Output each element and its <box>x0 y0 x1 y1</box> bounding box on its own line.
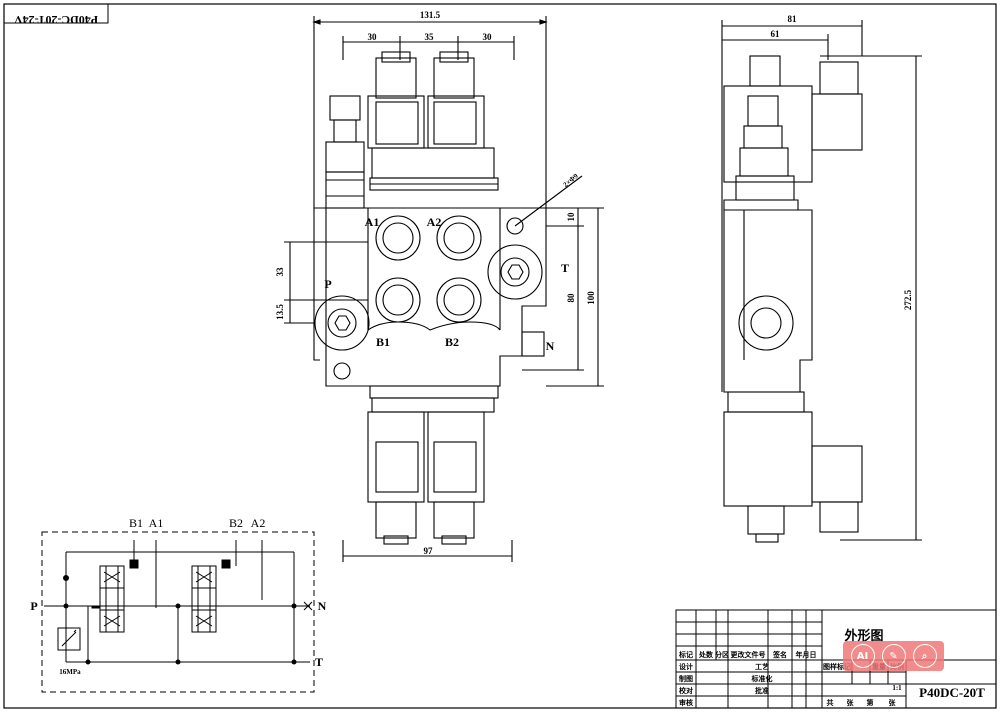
schem-a1: A1 <box>149 516 164 530</box>
port-p-label: P <box>324 277 331 291</box>
side-view <box>721 20 922 543</box>
ai-button[interactable]: AI <box>850 644 875 668</box>
dim-30-left: 30 <box>368 32 378 42</box>
tb-r0c5: 年月日 <box>796 650 817 659</box>
schem-relief: 16MPa <box>59 668 81 676</box>
corner-label: P40DC-20T-24V <box>14 13 99 27</box>
tb-r1c0: 设计 <box>679 662 693 671</box>
schem-b1: B1 <box>129 516 143 530</box>
dim-100: 100 <box>586 291 596 305</box>
tb-r0c1: 处数 <box>698 650 714 659</box>
port-b1-label: B1 <box>376 335 390 349</box>
model-number: P40DC-20T <box>919 685 985 700</box>
dim-35: 35 <box>425 32 435 42</box>
port-n-label: N <box>546 339 555 353</box>
schem-t: T <box>315 655 323 669</box>
tb-foot-sheets2: 张 <box>889 698 897 707</box>
dim-80: 80 <box>566 293 576 303</box>
schem-p: P <box>30 599 37 613</box>
dim-13-5: 13.5 <box>275 304 285 320</box>
tb-r2c0: 制图 <box>679 674 693 683</box>
tb-foot-total: 共 <box>827 698 834 707</box>
tb-r1c3: 工艺 <box>755 662 769 671</box>
side-dim-81: 81 <box>788 14 798 24</box>
port-a1-label: A1 <box>365 215 380 229</box>
tb-foot-page: 第 <box>867 698 874 707</box>
tb-hdr-mark: 图样标记 <box>823 662 851 671</box>
tb-r0c0: 标记 <box>678 650 693 659</box>
dim-10: 10 <box>566 212 576 222</box>
schem-a2: A2 <box>251 516 266 530</box>
port-t-label: T <box>561 261 569 275</box>
tb-foot-sheets1: 张 <box>847 698 855 707</box>
hydraulic-schematic <box>41 531 315 693</box>
tb-r0c4: 签名 <box>772 650 787 659</box>
bottom-width-dim: 97 <box>424 546 434 556</box>
tb-r0c2: 分区 <box>715 650 729 659</box>
scale-value: 1:1 <box>892 684 902 692</box>
tb-r2c3: 标准化 <box>751 674 773 683</box>
dim-30-right: 30 <box>483 32 493 42</box>
drawing-name: 外形图 <box>843 628 883 643</box>
front-view <box>284 16 604 562</box>
sheet-border <box>3 3 997 709</box>
tb-r3c0: 校对 <box>679 686 693 695</box>
floating-toolbar: AI ✎ ⌕ <box>843 641 944 671</box>
tb-r4c0: 审核 <box>679 698 693 707</box>
hole-note: 2×Φ9 <box>562 172 580 189</box>
tb-r0c3: 更改文件号 <box>731 650 766 659</box>
side-dim-61: 61 <box>771 29 781 39</box>
tb-r3c3: 批准 <box>755 686 769 695</box>
corner-label-box: P40DC-20T-24V <box>3 3 109 27</box>
width-total-dim: 131.5 <box>420 10 441 20</box>
schem-b2: B2 <box>229 516 243 530</box>
search-icon[interactable]: ⌕ <box>912 644 937 668</box>
schem-n: N <box>318 599 327 613</box>
side-height-dim: 272.5 <box>903 289 913 310</box>
port-a2-label: A2 <box>427 215 442 229</box>
edit-icon[interactable]: ✎ <box>881 644 906 668</box>
port-b2-label: B2 <box>445 335 459 349</box>
dim-33: 33 <box>275 267 285 277</box>
